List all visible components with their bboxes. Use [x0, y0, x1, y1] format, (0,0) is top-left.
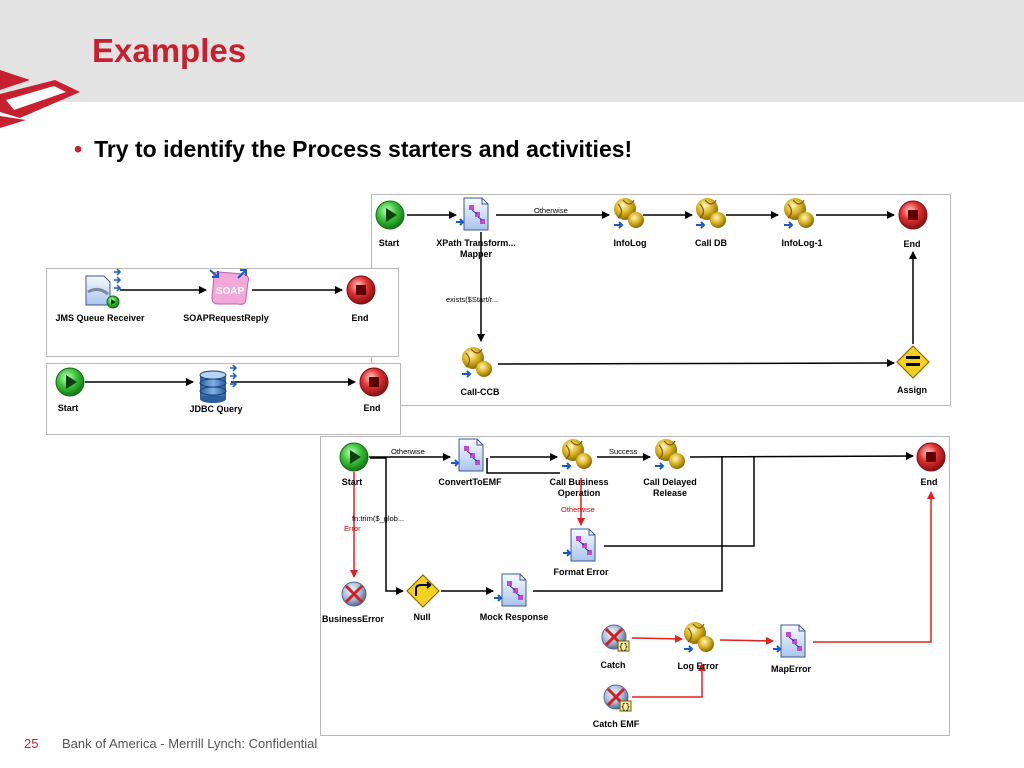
d4-business-error-icon[interactable]: [340, 580, 368, 608]
d1-calldb-icon[interactable]: [695, 197, 727, 229]
d4-mock-label: Mock Response: [479, 612, 549, 622]
d4-catch-icon[interactable]: [600, 623, 631, 654]
d4-catch-label: Catch: [600, 660, 626, 670]
d3-start-label: Start: [57, 403, 79, 413]
d4-edge-otherwise-red: Otherwise: [561, 505, 595, 514]
d1-edge-exists: exists($Start/r...: [446, 295, 499, 304]
d4-end-label: End: [920, 477, 938, 487]
d4-end-icon[interactable]: [916, 442, 946, 472]
d4-null-icon[interactable]: [406, 574, 440, 608]
d4-start-icon[interactable]: [339, 442, 369, 472]
diagram4-edges: [369, 452, 914, 595]
d4-edge-fntrim: fn:trim($_glob...: [352, 514, 405, 523]
d2-end-label: End: [351, 313, 369, 323]
slide-title: Examples: [92, 32, 247, 69]
d2-end-icon[interactable]: [346, 275, 376, 305]
d4-catchemf-label: Catch EMF: [592, 719, 640, 729]
d4-mock-response-icon[interactable]: [493, 573, 527, 607]
diagram4-error-edges: [350, 472, 935, 698]
d3-jdbc-label: JDBC Query: [189, 404, 243, 414]
d1-end-icon[interactable]: [898, 200, 928, 230]
d3-start-icon[interactable]: [55, 367, 85, 397]
d4-edge-success: Success: [609, 447, 638, 456]
d1-start-label: Start: [378, 238, 400, 248]
d4-logerror-label: Log Error: [677, 661, 719, 671]
bank-logo-icon: [0, 70, 80, 128]
d1-assign-icon[interactable]: [896, 345, 930, 379]
d1-start-icon[interactable]: [375, 200, 405, 230]
d1-xpath-mapper-icon[interactable]: [455, 197, 489, 231]
d4-formaterror-label: Format Error: [553, 567, 609, 577]
d1-infolog1-label: InfoLog-1: [781, 238, 823, 248]
d4-maperror-label: MapError: [770, 664, 811, 674]
d4-convert-to-emf-icon[interactable]: [450, 438, 484, 472]
d1-infolog-label: InfoLog: [613, 238, 647, 248]
d1-end-label: End: [903, 239, 921, 249]
bullet-dot: •: [74, 136, 83, 162]
d1-edge-otherwise: Otherwise: [534, 206, 568, 215]
d1-callccb-label: Call-CCB: [460, 387, 500, 397]
d1-infolog-icon[interactable]: [613, 197, 645, 229]
bullet-point: • Try to identify the Process starters an…: [74, 136, 632, 163]
d4-call-business-operation-icon[interactable]: [561, 438, 593, 470]
d4-null-label: Null: [413, 612, 431, 622]
slide-header: [0, 0, 1024, 102]
footer-text: Bank of America - Merrill Lynch: Confide…: [62, 736, 318, 751]
d3-end-label: End: [363, 403, 381, 413]
d2-soap-icon[interactable]: SOAP: [209, 269, 249, 305]
d4-format-error-icon[interactable]: [562, 528, 596, 562]
svg-text:SOAP: SOAP: [216, 286, 245, 297]
d1-calldb-label: Call DB: [694, 238, 727, 248]
diagram1-edges: [407, 211, 917, 368]
bullet-text: Try to identify the Process starters and…: [94, 136, 633, 162]
d4-map-error-icon[interactable]: [772, 624, 806, 658]
d1-infolog1-icon[interactable]: [783, 197, 815, 229]
page-number: 25: [24, 736, 39, 751]
d4-catch-emf-icon[interactable]: [602, 683, 633, 714]
d1-xpath-label: XPath Transform...Mapper: [436, 238, 516, 259]
d4-log-error-icon[interactable]: [683, 621, 715, 653]
d4-businesserror-label: BusinessError: [321, 614, 385, 624]
d4-start-label: Start: [341, 477, 363, 487]
d2-jms-label: JMS Queue Receiver: [55, 313, 145, 323]
d3-jdbc-query-icon[interactable]: [199, 364, 238, 403]
d2-jms-receiver-icon[interactable]: [85, 268, 122, 309]
d4-edge-error: Error: [344, 524, 361, 533]
d1-assign-label: Assign: [896, 385, 927, 395]
d3-end-icon[interactable]: [359, 367, 389, 397]
d4-convert-label: ConvertToEMF: [438, 477, 502, 487]
d4-call-delayed-release-icon[interactable]: [654, 438, 686, 470]
d1-callccb-icon[interactable]: [461, 346, 493, 378]
d2-soap-label: SOAPRequestReply: [183, 313, 269, 323]
d4-edge-otherwise: Otherwise: [391, 447, 425, 456]
